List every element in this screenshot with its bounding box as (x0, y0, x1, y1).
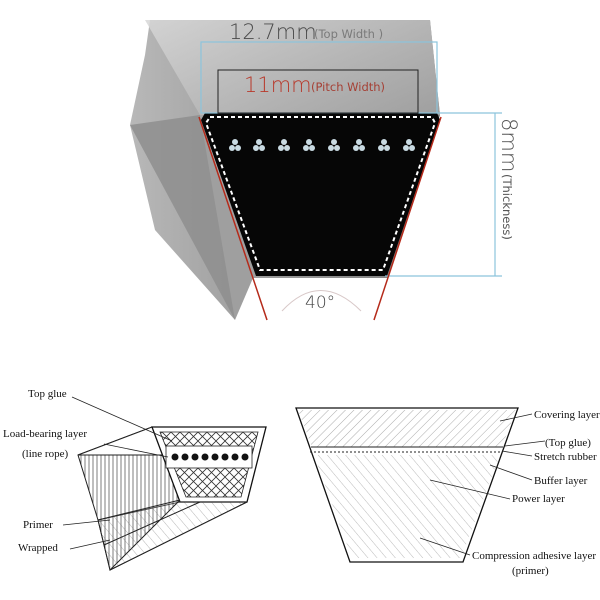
label-top-glue: Top glue (28, 388, 67, 400)
label-top-glue-right: (Top glue) (545, 437, 591, 449)
angle-arc (281, 290, 362, 312)
label-load-bearing-layer: Load-bearing layer (3, 428, 87, 440)
belt-side-face (130, 115, 253, 320)
label-buffer-layer: Buffer layer (534, 475, 588, 487)
angle-label: 40° (305, 293, 335, 313)
label-compression-adhesive-layer: Compression adhesive layer (472, 550, 596, 562)
top-width-label: (Top Width ) (314, 27, 383, 41)
tension-cords (229, 139, 415, 151)
belt-cross-section-top: 12.7mm (Top Width ) 11mm (Pitch Width) 8… (130, 20, 521, 321)
left-leader-lines (62, 396, 173, 550)
thickness-label: (Thickness) (500, 174, 514, 240)
label-wrapped: Wrapped (18, 542, 58, 554)
label-primer-right: (primer) (512, 565, 549, 577)
right-leader-lines (419, 413, 546, 556)
belt-cross-section (201, 113, 440, 276)
thickness-value: 8mm (497, 118, 521, 172)
top-width-value: 12.7mm (229, 20, 317, 44)
load-bearing-cords (171, 453, 249, 461)
pitch-width-value: 11mm (244, 73, 312, 97)
pitch-width-dimension (217, 69, 419, 114)
label-line-rope: (line rope) (22, 448, 68, 460)
label-power-layer: Power layer (512, 493, 565, 505)
label-stretch-rubber: Stretch rubber (534, 451, 597, 463)
label-covering-layer: Covering layer (534, 409, 600, 421)
label-primer: Primer (23, 519, 53, 531)
angle-lines (198, 116, 442, 321)
belt-top-face (145, 20, 440, 115)
layered-belt-diagram: Covering layer (Top glue) Stretch rubber… (295, 407, 600, 577)
wrapped-belt-diagram: Top glue Load-bearing layer (line rope) … (3, 388, 267, 571)
pitch-width-label: (Pitch Width) (311, 80, 385, 94)
